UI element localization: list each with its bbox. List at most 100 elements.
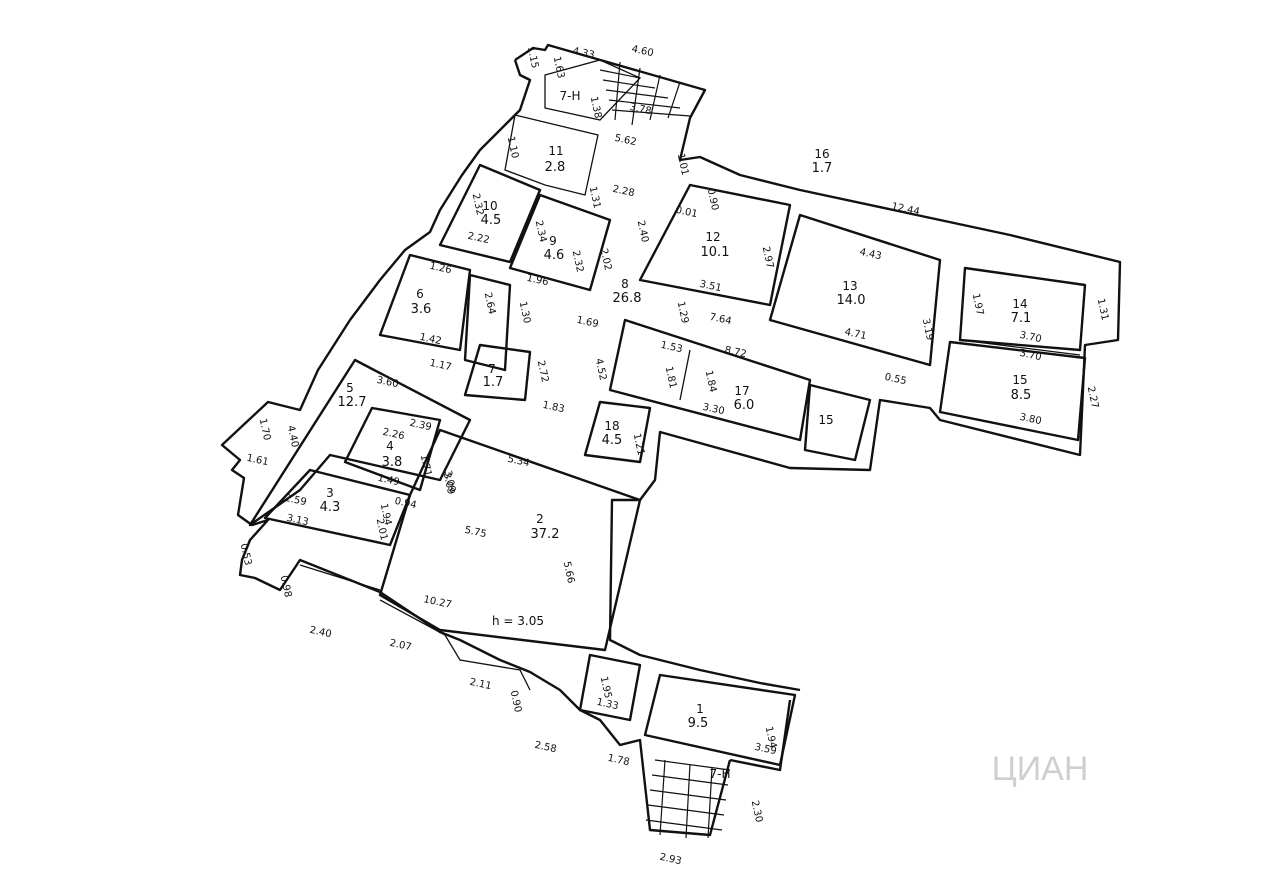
dimension-label: 1.94 xyxy=(763,725,778,749)
room-9-number: 9 xyxy=(549,234,557,248)
room-labels: 1 9.5 2 37.2 3 4.3 4 3.8 5 12.7 6 3.6 7 … xyxy=(320,144,1032,731)
dimension-label: 4.71 xyxy=(843,327,867,342)
dimension-label: 2.39 xyxy=(408,418,432,433)
dimension-label: 2.40 xyxy=(308,625,332,640)
dimension-label: 1.69 xyxy=(575,315,599,330)
dimension-label: 5.62 xyxy=(613,133,637,148)
watermark: ЦИАН xyxy=(992,750,1089,788)
dimension-label: 7.64 xyxy=(708,312,732,327)
room-2-area: 37.2 xyxy=(531,527,560,542)
dimension-label: 2.58 xyxy=(533,740,557,755)
dimension-label: 2.11 xyxy=(468,677,492,692)
dimension-label: 1.97 xyxy=(970,292,985,316)
dimension-label: 1.29 xyxy=(675,300,690,324)
room-small-number: 15 xyxy=(818,413,833,427)
room-5-number: 5 xyxy=(346,381,354,395)
room-3-area: 4.3 xyxy=(320,500,341,515)
dimension-label: 1.71 xyxy=(418,453,433,477)
dimension-label: 1.49 xyxy=(376,473,400,488)
dimension-label: 0.98 xyxy=(278,574,293,598)
dimension-label: 5.66 xyxy=(561,560,576,584)
dimension-label: 3.78 xyxy=(628,102,652,117)
dimension-label: 1.94 xyxy=(378,502,393,526)
dimension-label: 2.01 xyxy=(374,517,389,541)
dimension-label: 1.70 xyxy=(257,417,272,441)
upper-stair xyxy=(599,61,691,126)
dimension-label: 1.26 xyxy=(428,261,452,276)
dimension-label: 2.07 xyxy=(388,638,412,653)
dimension-label: 1.38 xyxy=(588,95,603,119)
room-18-number: 18 xyxy=(604,419,619,433)
room-3-number: 3 xyxy=(326,486,334,500)
dimension-label: 2.64 xyxy=(482,291,497,315)
dimension-label: 0.90 xyxy=(508,689,523,713)
dimension-label: 1.78 xyxy=(606,753,630,768)
room-7-area: 1.7 xyxy=(483,375,504,390)
dimension-label: 0.53 xyxy=(238,542,253,566)
dimension-label: 2.27 xyxy=(1085,385,1100,409)
dimension-label: 1.96 xyxy=(525,273,549,288)
ceiling-height: h = 3.05 xyxy=(492,614,544,628)
room-10-number: 10 xyxy=(482,199,497,213)
dimension-label: 3.59 xyxy=(753,742,777,757)
dimension-label: 1.81 xyxy=(663,365,678,389)
dimension-label: 4.60 xyxy=(630,44,654,59)
room-11-area: 2.8 xyxy=(545,160,566,175)
dimension-label: 10.27 xyxy=(422,594,452,611)
dimension-label: 5.34 xyxy=(506,454,530,469)
dimension-label: 1.30 xyxy=(517,300,532,324)
dimension-label: 3.80 xyxy=(1018,412,1042,427)
dimension-label: 1.01 xyxy=(675,152,690,176)
dimension-label: 2.02 xyxy=(598,247,613,271)
room-12-number: 12 xyxy=(705,230,720,244)
room-9-area: 4.6 xyxy=(544,248,565,263)
dimension-label: 12.44 xyxy=(890,201,920,218)
room-17-number: 17 xyxy=(734,384,749,398)
stair-label-top: 7-H xyxy=(560,89,581,103)
room-16-area: 1.7 xyxy=(812,161,833,176)
room-4-area: 3.8 xyxy=(382,455,403,470)
dimension-label: 4.43 xyxy=(858,247,882,262)
room-15-area: 8.5 xyxy=(1011,388,1032,403)
dimension-label: 1.15 xyxy=(525,45,540,69)
dimension-label: 2.26 xyxy=(381,427,405,442)
room-15-number: 15 xyxy=(1012,373,1027,387)
dimension-label: 1.31 xyxy=(1095,297,1110,321)
room-8-area: 26.8 xyxy=(613,291,642,306)
room-1-number: 1 xyxy=(696,702,704,716)
dimension-label: 3.09 xyxy=(442,469,457,493)
room-6-area: 3.6 xyxy=(411,302,432,317)
dimension-label: 8.72 xyxy=(723,345,747,360)
dimension-label: 2.40 xyxy=(635,219,650,243)
dimension-label: 1.21 xyxy=(631,432,646,456)
dimension-label: 3.09 xyxy=(441,471,456,495)
room-13-number: 13 xyxy=(842,279,857,293)
dimension-label: 1.42 xyxy=(418,332,442,347)
room-5-area: 12.7 xyxy=(338,395,367,410)
room-14-number: 14 xyxy=(1012,297,1027,311)
room-11-number: 11 xyxy=(548,144,563,158)
dimension-label: 3.30 xyxy=(701,402,725,417)
dimension-label: 2.22 xyxy=(466,231,490,246)
dimension-label: 3.60 xyxy=(375,375,399,390)
dimension-label: 0.55 xyxy=(883,372,907,387)
interior-walls xyxy=(248,59,1087,767)
dimension-label: 5.75 xyxy=(463,525,487,540)
room-13-area: 14.0 xyxy=(837,293,866,308)
dimension-label: 2.97 xyxy=(760,245,775,269)
room-12-area: 10.1 xyxy=(701,245,730,260)
dimension-label: 1.10 xyxy=(505,135,520,159)
room-14-area: 7.1 xyxy=(1011,311,1032,326)
dimension-label: 2.32 xyxy=(570,249,585,273)
room-8-number: 8 xyxy=(621,277,629,291)
dimension-label: 3.70 xyxy=(1018,348,1042,363)
dimension-label: 0.01 xyxy=(674,205,698,220)
dimension-label: 1.83 xyxy=(541,400,565,415)
dimension-label: 4.52 xyxy=(593,357,608,381)
dimension-label: 0.90 xyxy=(705,187,720,211)
dimension-label: 2.32 xyxy=(470,192,485,216)
room-6-number: 6 xyxy=(416,287,424,301)
dimension-label: 1.84 xyxy=(703,369,718,393)
